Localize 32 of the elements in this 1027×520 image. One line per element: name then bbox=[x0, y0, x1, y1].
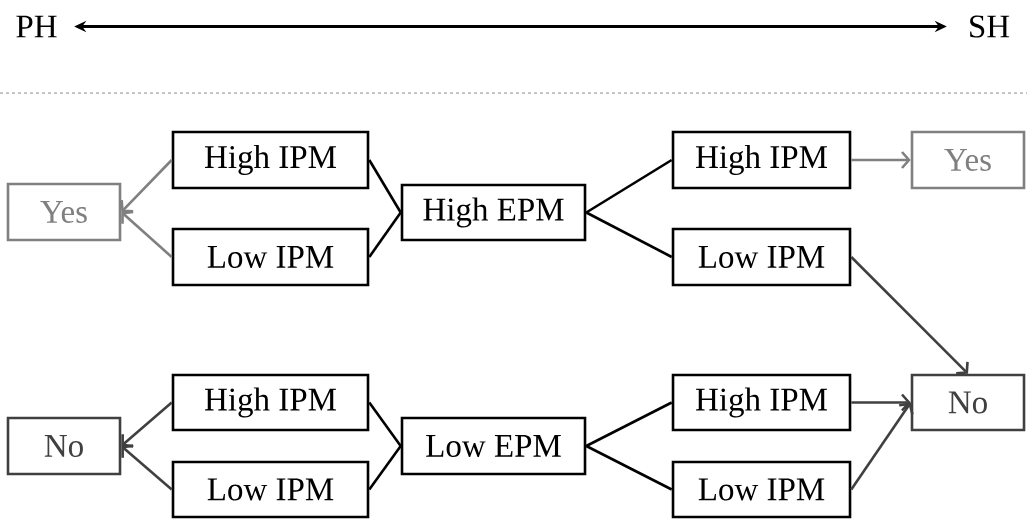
outcome-box: Yes bbox=[910, 130, 1026, 190]
outcome-box: Yes bbox=[6, 182, 122, 242]
ipm-box: High IPM bbox=[171, 130, 370, 190]
arrow bbox=[851, 393, 911, 412]
epm-box: High EPM bbox=[400, 183, 587, 242]
arrow bbox=[850, 256, 969, 375]
connector-line bbox=[585, 401, 673, 448]
connector-line bbox=[368, 401, 402, 447]
connector-line bbox=[585, 158, 673, 214]
ipm-box: High IPM bbox=[171, 373, 370, 432]
ipm-box: High IPM bbox=[671, 130, 852, 190]
arrow bbox=[121, 444, 173, 491]
ipm-box: High IPM bbox=[671, 373, 852, 432]
connector-line bbox=[368, 159, 402, 214]
pole-label: PH bbox=[16, 15, 57, 38]
connector-line bbox=[585, 211, 673, 259]
outcome-box: No bbox=[910, 373, 1026, 432]
arrow bbox=[850, 402, 914, 491]
arrow bbox=[121, 210, 173, 258]
epm-box: Low EPM bbox=[400, 416, 587, 476]
pole-label: SH bbox=[970, 15, 1010, 38]
ipm-box: Low IPM bbox=[671, 460, 852, 519]
arrow bbox=[121, 401, 173, 448]
arrow bbox=[120, 159, 173, 213]
connector-line bbox=[585, 444, 673, 491]
ipm-box: Low IPM bbox=[171, 227, 370, 287]
connector-line bbox=[368, 211, 402, 258]
ipm-box: Low IPM bbox=[671, 227, 852, 287]
outcome-box: No bbox=[6, 416, 122, 476]
connector-line bbox=[368, 445, 402, 491]
ipm-box: Low IPM bbox=[171, 460, 370, 519]
arrow bbox=[851, 151, 911, 169]
